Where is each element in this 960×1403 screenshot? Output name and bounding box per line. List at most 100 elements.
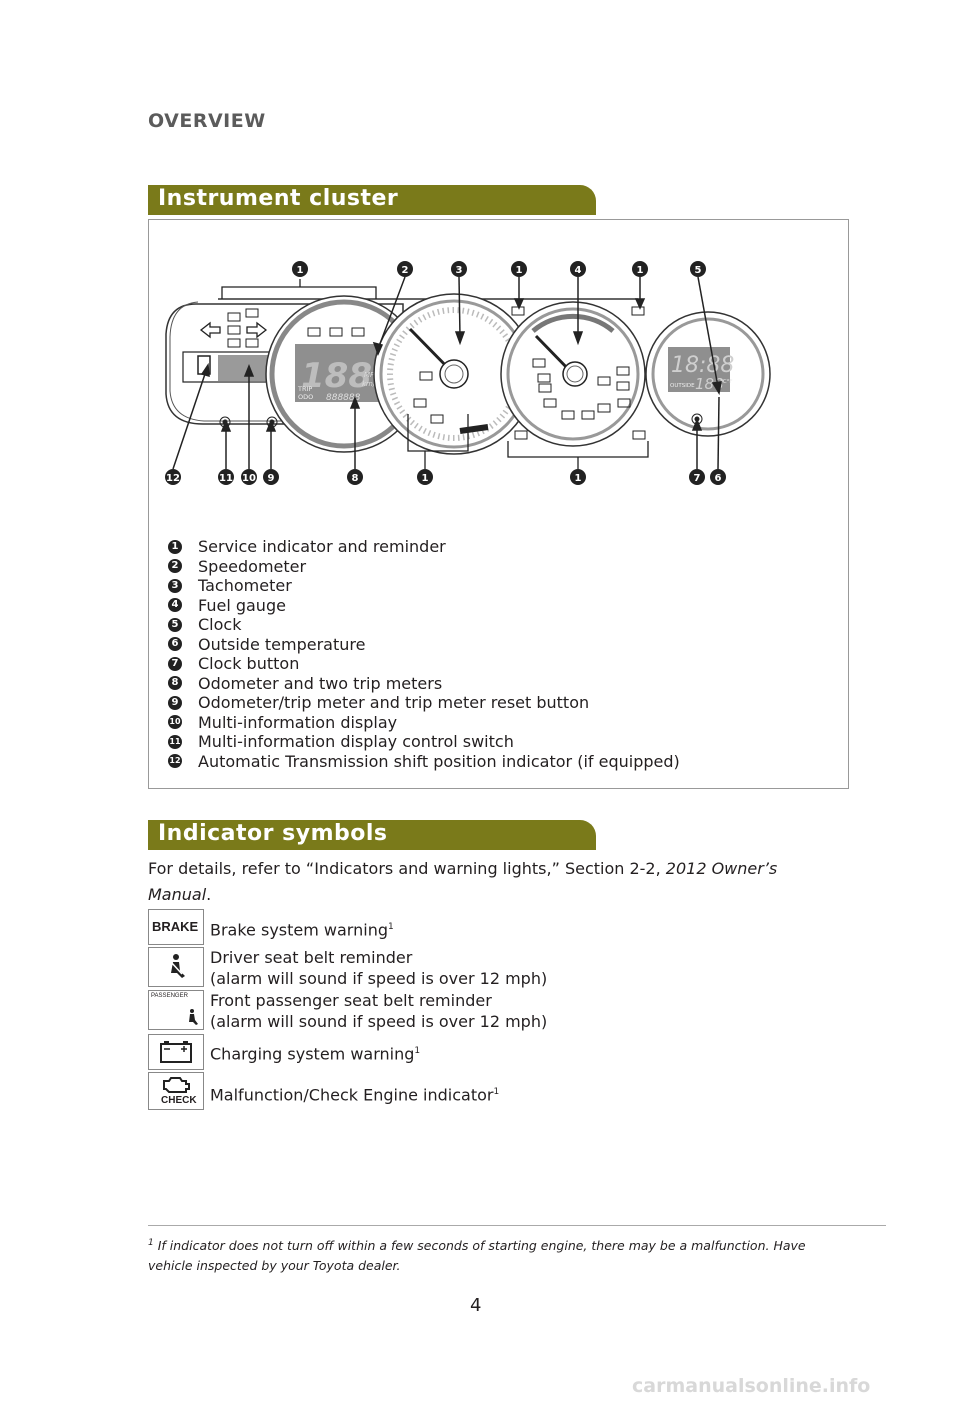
legend-number: 8 bbox=[168, 676, 182, 691]
legend-item: 8 Odometer and two trip meters bbox=[168, 674, 680, 694]
legend-label: Clock button bbox=[198, 654, 300, 674]
footnote-text: If indicator does not turn off within a … bbox=[148, 1238, 806, 1274]
page-number: 4 bbox=[470, 1295, 482, 1316]
footnote: 1 If indicator does not turn off within … bbox=[148, 1233, 848, 1276]
legend-item: 6 Outside temperature bbox=[168, 635, 680, 655]
legend-number: 12 bbox=[168, 754, 182, 769]
engine-icon: CHECK bbox=[148, 1072, 204, 1110]
legend-label: Odometer/trip meter and trip meter reset… bbox=[198, 693, 590, 713]
svg-text:7: 7 bbox=[694, 473, 701, 484]
legend-number: 4 bbox=[168, 598, 182, 613]
brake-icon: BRAKE bbox=[148, 909, 204, 945]
legend-label: Tachometer bbox=[198, 576, 292, 596]
legend-label: Odometer and two trip meters bbox=[198, 673, 443, 693]
legend-label: Multi-information display control switch bbox=[198, 732, 514, 752]
indicator-text: Front passenger seat belt reminder bbox=[210, 991, 492, 1010]
speedo-unit-mph: MPH bbox=[364, 371, 380, 379]
legend-number: 9 bbox=[168, 695, 182, 710]
legend-item: 9 Odometer/trip meter and trip meter rese… bbox=[168, 693, 680, 713]
indicator-symbols-heading: Indicator symbols bbox=[158, 821, 388, 846]
indicator-row-check-engine: CHECK Malfunction/Check Engine indicator… bbox=[148, 1072, 499, 1110]
svg-text:4: 4 bbox=[575, 265, 582, 276]
svg-text:1: 1 bbox=[297, 265, 304, 276]
indicator-row-brake: BRAKE Brake system warning1 bbox=[148, 909, 394, 945]
legend-label: Fuel gauge bbox=[198, 595, 286, 615]
indicator-subtext: (alarm will sound if speed is over 12 mp… bbox=[210, 969, 548, 988]
outside-label: OUTSIDE bbox=[670, 383, 695, 389]
instrument-cluster-panel bbox=[148, 219, 849, 789]
legend-number: 5 bbox=[168, 617, 182, 632]
indicator-text: Charging system warning bbox=[210, 1044, 415, 1064]
indicator-row-passenger-seatbelt: PASSENGER Front passenger seat belt remi… bbox=[148, 990, 547, 1032]
svg-text:10: 10 bbox=[242, 473, 256, 484]
legend-number: 1 bbox=[168, 539, 182, 554]
svg-text:9: 9 bbox=[268, 473, 275, 484]
svg-text:5: 5 bbox=[695, 265, 702, 276]
legend-item: 12 Automatic Transmission shift position … bbox=[168, 752, 680, 772]
indicator-subtext: (alarm will sound if speed is over 12 mp… bbox=[210, 1012, 548, 1031]
reference-text-body: For details, refer to “Indicators and wa… bbox=[148, 859, 666, 878]
cluster-legend: 1 Service indicator and reminder 2 Speedome… bbox=[168, 537, 680, 771]
footnote-ref: 1 bbox=[493, 1087, 500, 1097]
legend-item: 4 Fuel gauge bbox=[168, 596, 680, 616]
footnote-marker: 1 bbox=[148, 1238, 154, 1248]
odo-label: ODO bbox=[298, 393, 313, 401]
passenger-seatbelt-icon: PASSENGER bbox=[148, 990, 204, 1030]
footnote-divider bbox=[148, 1225, 886, 1226]
temp-unit: °C°F bbox=[720, 379, 733, 385]
legend-label: Multi-information display bbox=[198, 712, 398, 732]
legend-number: 3 bbox=[168, 578, 182, 593]
legend-item: 1 Service indicator and reminder bbox=[168, 537, 680, 557]
svg-text:1: 1 bbox=[575, 473, 582, 484]
reference-text: For details, refer to “Indicators and wa… bbox=[148, 856, 838, 908]
legend-label: Automatic Transmission shift position in… bbox=[198, 751, 680, 771]
footnote-ref: 1 bbox=[387, 922, 394, 932]
svg-text:1: 1 bbox=[422, 473, 429, 484]
indicator-text: Brake system warning bbox=[210, 920, 388, 940]
watermark: carmanualsonline.info bbox=[632, 1375, 871, 1397]
indicator-row-driver-seatbelt: Driver seat belt reminder (alarm will so… bbox=[148, 947, 547, 989]
reference-text-end: . bbox=[206, 885, 212, 904]
trip-label: TRIP bbox=[297, 385, 312, 393]
instrument-cluster-diagram: 188 MPH km/h TRIP ODO 888888 18:88 OUTSI… bbox=[165, 261, 771, 485]
legend-item: 5 Clock bbox=[168, 615, 680, 635]
legend-item: 7 Clock button bbox=[168, 654, 680, 674]
legend-item: 2 Speedometer bbox=[168, 557, 680, 577]
clock-digits: 18:88 bbox=[671, 353, 734, 378]
odo-digits: 888888 bbox=[326, 393, 361, 403]
legend-label: Outside temperature bbox=[198, 634, 366, 654]
passenger-icon-label: PASSENGER bbox=[151, 993, 188, 999]
legend-item: 11 Multi-information display control swit… bbox=[168, 732, 680, 752]
speedo-digits: 188 bbox=[301, 356, 372, 396]
manual-title: 2012 Owner’s Manual bbox=[148, 859, 778, 904]
indicator-text: Driver seat belt reminder bbox=[210, 948, 413, 967]
legend-label: Service indicator and reminder bbox=[198, 537, 446, 557]
seatbelt-icon bbox=[148, 947, 204, 987]
svg-text:12: 12 bbox=[166, 473, 180, 484]
svg-text:2: 2 bbox=[402, 265, 409, 276]
svg-text:1: 1 bbox=[637, 265, 644, 276]
instrument-cluster-banner: Instrument cluster bbox=[148, 185, 596, 215]
svg-text:3: 3 bbox=[456, 265, 463, 276]
speedo-unit-kmh: km/h bbox=[362, 380, 380, 388]
legend-label: Speedometer bbox=[198, 556, 307, 576]
legend-number: 2 bbox=[168, 559, 182, 574]
footnote-ref: 1 bbox=[414, 1046, 421, 1056]
svg-text:1: 1 bbox=[516, 265, 523, 276]
engine-icon-label: CHECK bbox=[161, 1095, 197, 1106]
svg-text:6: 6 bbox=[715, 473, 722, 484]
svg-text:11: 11 bbox=[219, 473, 233, 484]
legend-number: 6 bbox=[168, 637, 182, 652]
indicator-symbols-banner: Indicator symbols bbox=[148, 820, 596, 850]
brake-icon-label: BRAKE bbox=[152, 919, 199, 934]
legend-number: 7 bbox=[168, 656, 182, 671]
instrument-cluster-heading: Instrument cluster bbox=[158, 186, 399, 211]
battery-icon bbox=[148, 1034, 204, 1070]
indicator-row-charging: Charging system warning1 bbox=[148, 1034, 420, 1070]
legend-label: Clock bbox=[198, 615, 242, 635]
legend-number: 11 bbox=[168, 734, 182, 749]
legend-item: 3 Tachometer bbox=[168, 576, 680, 596]
section-title: OVERVIEW bbox=[148, 110, 266, 132]
indicator-text: Malfunction/Check Engine indicator bbox=[210, 1085, 494, 1105]
